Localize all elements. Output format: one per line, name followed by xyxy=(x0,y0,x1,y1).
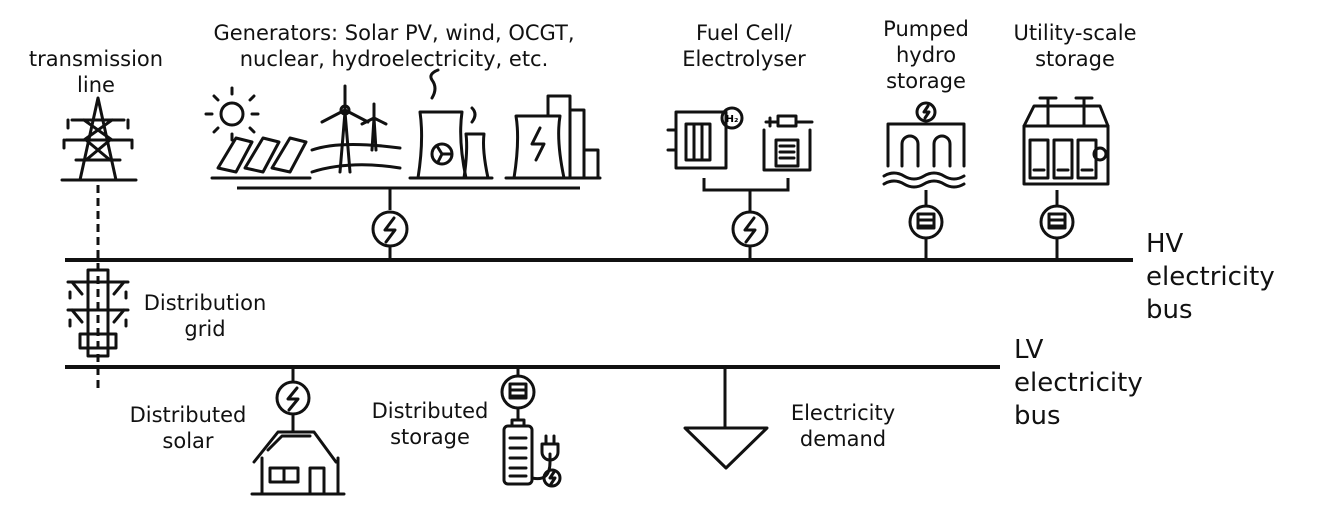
distributed-solar-label: Distributed solar xyxy=(129,403,247,453)
storage-symbol-icon xyxy=(1039,204,1075,240)
power-plant-icon xyxy=(504,94,602,180)
pumped-hydro-label: Pumped hydro storage xyxy=(883,17,969,93)
transmission-line-label: transmission line xyxy=(28,47,164,97)
battery-charger-icon xyxy=(502,418,562,488)
generator-symbol-icon xyxy=(371,210,409,248)
nuclear-plant-icon xyxy=(408,68,494,180)
hv-bus-label: HV electricity bus xyxy=(1146,229,1275,325)
solar-house-icon xyxy=(250,430,346,496)
generator-symbol-icon xyxy=(731,210,769,248)
electricity-demand-label: Electricity demand xyxy=(790,401,896,451)
demand-load-icon xyxy=(683,365,769,470)
generator-symbol-icon xyxy=(275,380,311,416)
h2-badge-label: H₂ xyxy=(726,114,739,125)
battery-cabinet-icon xyxy=(1022,96,1110,186)
wind-turbine-icon xyxy=(310,84,402,174)
generators-label: Generators: Solar PV, wind, OCGT, nuclea… xyxy=(213,21,575,71)
utility-storage-label: Utility-scale storage xyxy=(1013,21,1137,71)
fuel-cell-icon xyxy=(666,106,744,170)
storage-symbol-icon xyxy=(908,204,944,240)
generators-connector xyxy=(237,186,580,210)
transmission-tower-icon xyxy=(60,96,138,182)
distributed-storage-label: Distributed storage xyxy=(371,399,489,449)
lv-bus-label: LV electricity bus xyxy=(1014,335,1143,431)
distribution-grid-label: Distribution grid xyxy=(143,291,267,341)
distribution-pole-icon xyxy=(66,268,130,358)
solar-panel-icon xyxy=(204,86,312,180)
fuel-cell-connector xyxy=(702,178,790,212)
fuel-cell-label: Fuel Cell/ Electrolyser xyxy=(682,21,806,71)
pumped-hydro-icon xyxy=(882,101,966,189)
electrolyser-icon xyxy=(762,114,814,172)
